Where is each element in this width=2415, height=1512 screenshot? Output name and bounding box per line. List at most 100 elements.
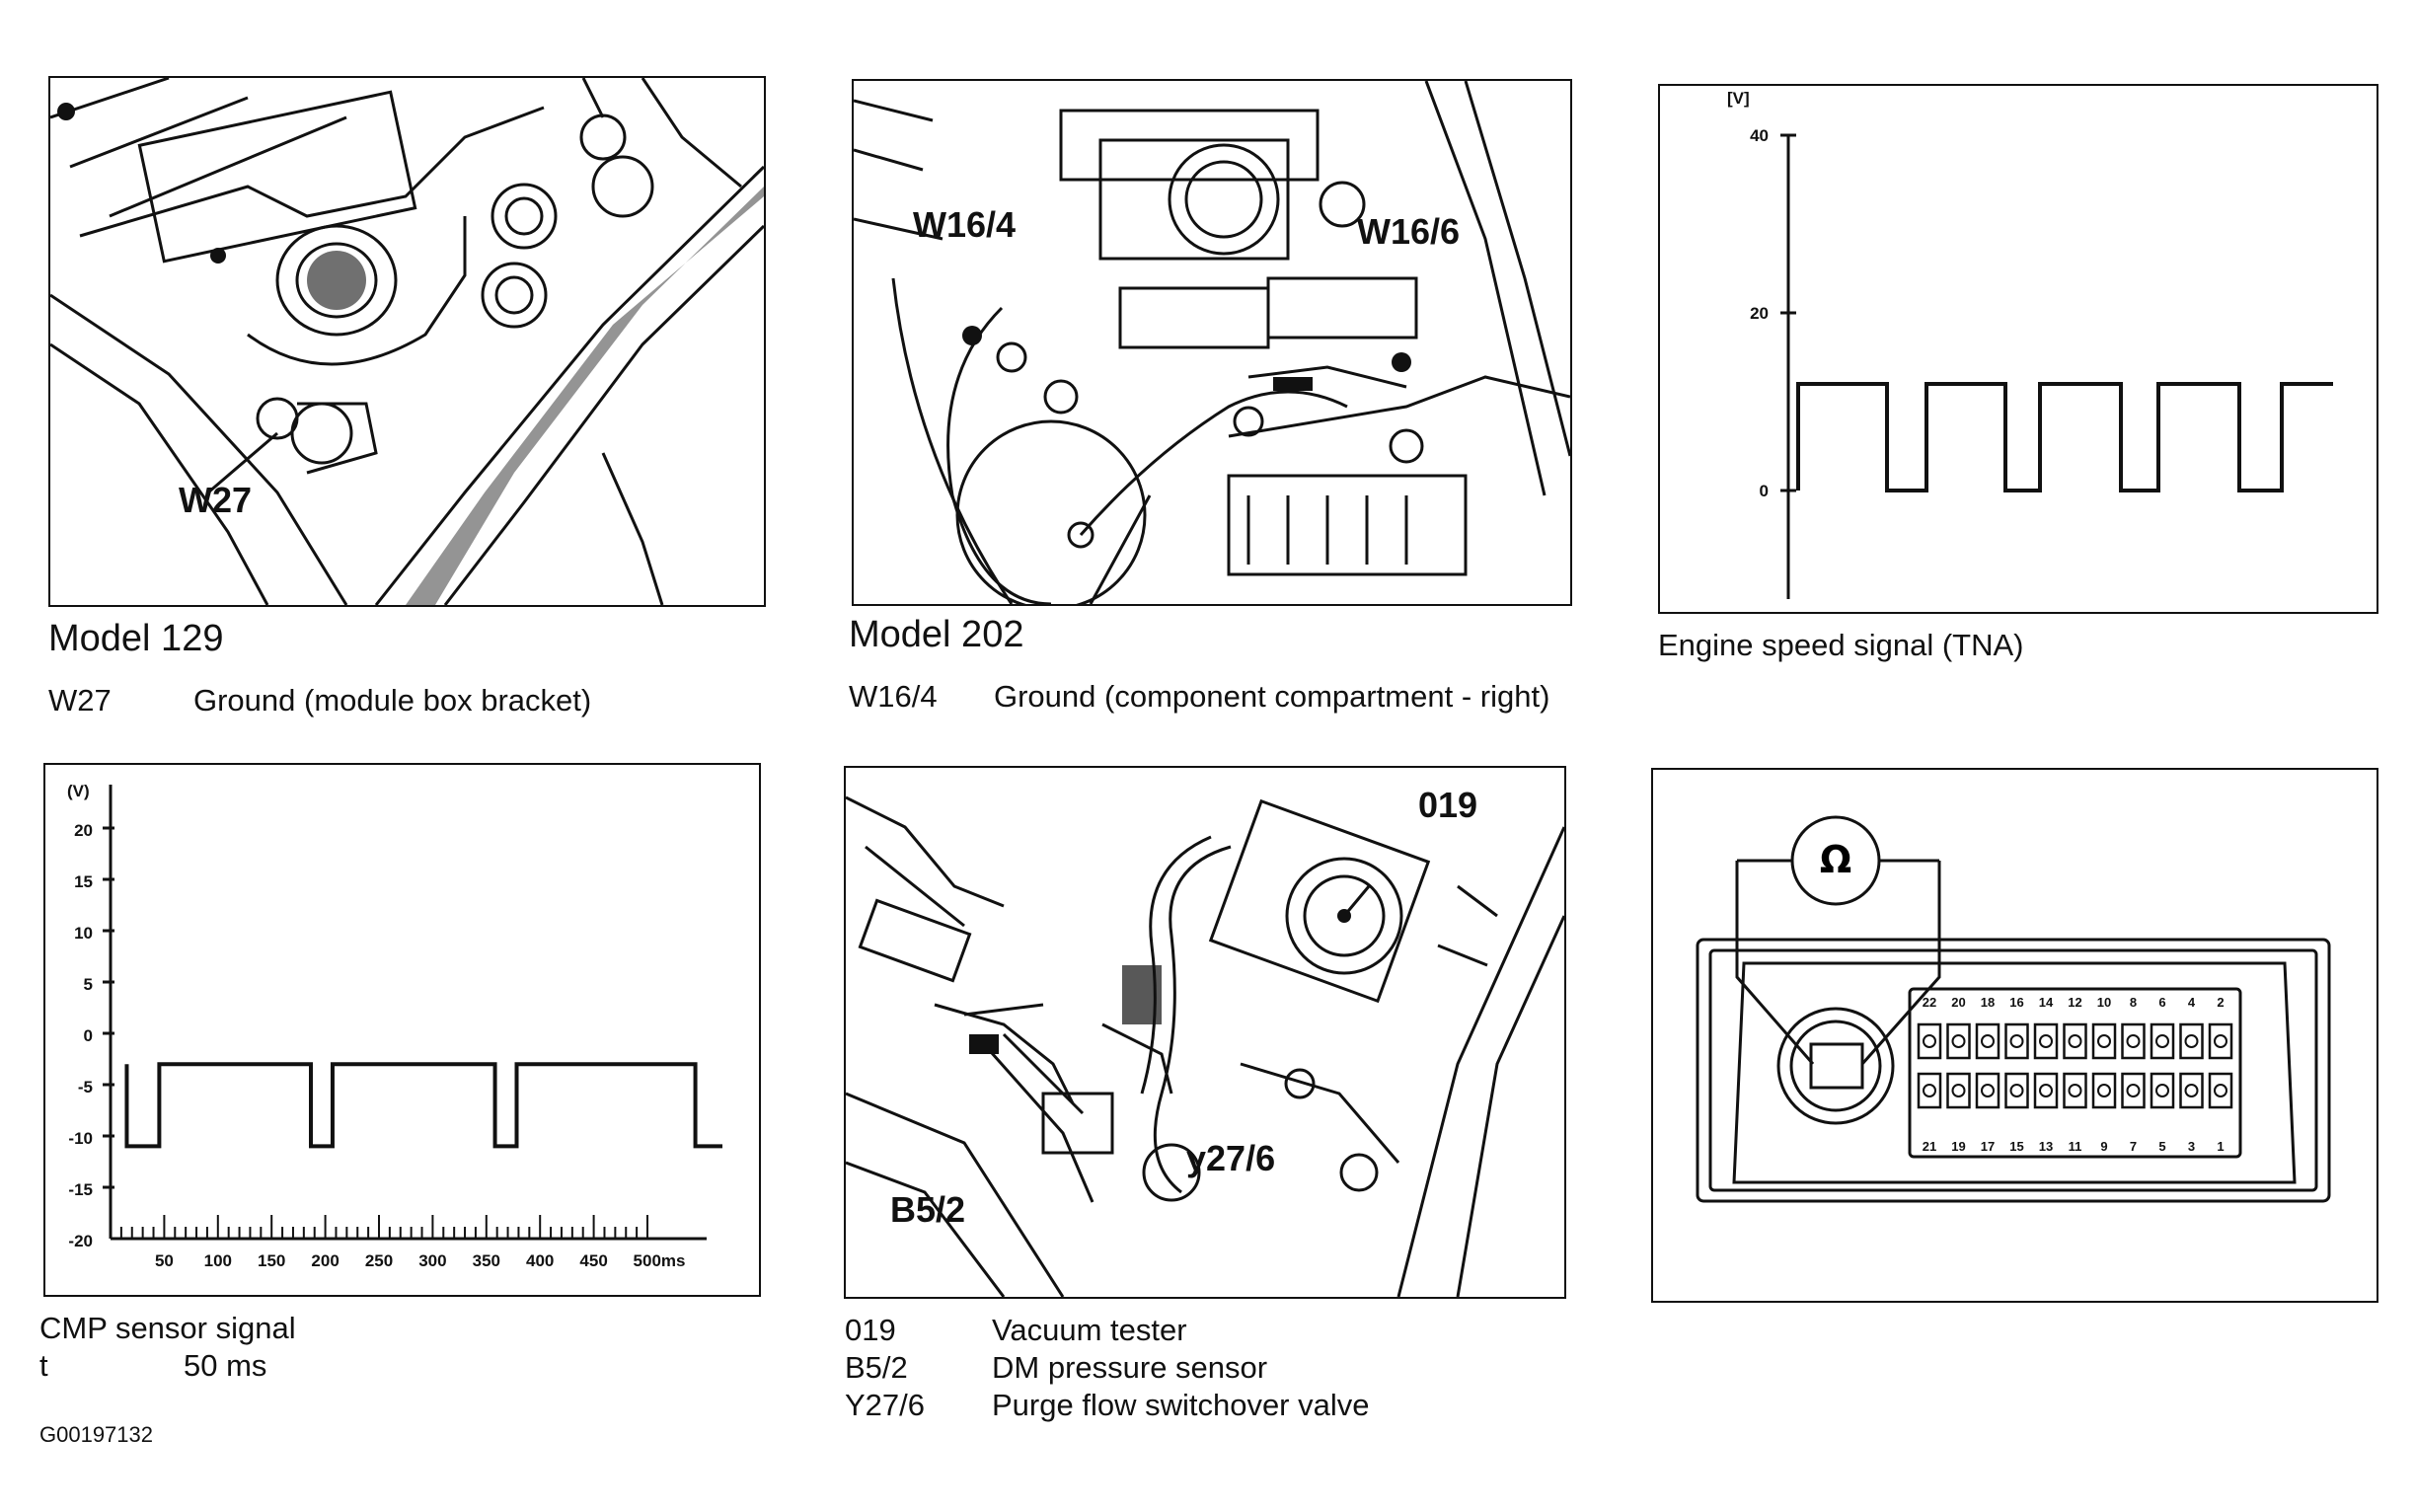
pin-socket (2208, 1022, 2233, 1060)
b5-2-callout: B5/2 (890, 1189, 965, 1230)
legend-019-description: Vacuum tester (992, 1313, 1187, 1347)
vacuum-test-drawing: 019 B5/2 y27/6 (846, 785, 1564, 1297)
pin-hole (2068, 1084, 2082, 1097)
tna-square-wave (1796, 382, 2333, 492)
pin-label-top: 16 (2009, 995, 2023, 1010)
cmp-y-tick: 10 (74, 924, 93, 943)
pin-label-top: 14 (2039, 995, 2054, 1010)
pin-hole (2039, 1034, 2053, 1048)
pin-label-top: 8 (2130, 995, 2137, 1010)
pin-hole (1923, 1034, 1936, 1048)
engine-speed-signal-chart: [V] 40 20 0 (1658, 84, 2378, 614)
cmp-x-tick-label: 250 (365, 1251, 393, 1270)
pin-socket (2033, 1022, 2059, 1060)
pin-hole (2126, 1034, 2141, 1048)
pin-label-bottom: 9 (2100, 1139, 2107, 1154)
pin-label-bottom: 21 (1923, 1139, 1936, 1154)
pin-label-bottom: 13 (2039, 1139, 2053, 1154)
pin-hole (2184, 1084, 2199, 1097)
pin-socket (2091, 1072, 2117, 1109)
cmp-unit-label: (V) (67, 782, 90, 800)
pin-label-top: 10 (2097, 995, 2111, 1010)
cmp-x-tick-label: 50 (155, 1251, 174, 1270)
cmp-y-tick: -20 (68, 1232, 93, 1250)
pin-label-bottom: 3 (2188, 1139, 2195, 1154)
pin-label-top: 12 (2068, 995, 2081, 1010)
cmp-pulse-wave (124, 1062, 722, 1149)
cmp-y-tick: -5 (78, 1078, 93, 1096)
w27-description: Ground (module box bracket) (193, 683, 592, 718)
pin-hole (2097, 1034, 2111, 1048)
pin-hole (2068, 1034, 2082, 1048)
cmp-y-tick: 0 (84, 1026, 93, 1045)
cmp-param-code: t (39, 1348, 48, 1383)
pin-socket (2091, 1022, 2117, 1060)
pin-socket (2208, 1072, 2233, 1109)
tna-unit-label: [V] (1727, 89, 1750, 108)
legend-y27-6-code: Y27/6 (845, 1388, 926, 1422)
pin-hole (2009, 1034, 2024, 1048)
tna-caption: Engine speed signal (TNA) (1658, 628, 2024, 662)
pin-hole (2214, 1084, 2227, 1097)
cmp-caption: CMP sensor signal (39, 1311, 296, 1345)
pin-hole (2155, 1034, 2169, 1048)
pin-socket (1946, 1072, 1971, 1109)
pin-label-bottom: 5 (2158, 1139, 2165, 1154)
pin-hole (1981, 1084, 1995, 1097)
pin-hole (2097, 1084, 2111, 1097)
w16-4-description: Ground (component compartment - right) (994, 679, 1550, 714)
cmp-y-tick: -10 (68, 1129, 93, 1148)
ohmmeter-symbol: Ω (1820, 838, 1851, 881)
pin-hole (1951, 1034, 1966, 1048)
legend-019-code: 019 (845, 1313, 896, 1347)
pin-socket (2004, 1072, 2029, 1109)
pin-label-top: 18 (1981, 995, 1995, 1010)
cmp-y-tick: 20 (74, 821, 93, 840)
pin-socket (2033, 1072, 2059, 1109)
cmp-param-value: 50 ms (184, 1348, 267, 1383)
pin-socket (2063, 1022, 2087, 1060)
figure-id: G00197132 (39, 1422, 153, 1447)
pin-label-bottom: 19 (1951, 1139, 1965, 1154)
pin-socket (2121, 1022, 2146, 1060)
pin-socket (2179, 1022, 2204, 1060)
pin-label-top: 20 (1951, 995, 1965, 1010)
w16-4-callout: W16/4 (913, 204, 1016, 245)
model-202-title: Model 202 (849, 614, 1024, 655)
cmp-x-tick-label: 300 (418, 1251, 446, 1270)
tna-y-tick-20: 20 (1750, 304, 1769, 323)
pin-label-bottom: 17 (1981, 1139, 1995, 1154)
pin-socket (1975, 1072, 2000, 1109)
w16-6-callout: W16/6 (1357, 211, 1460, 252)
pin-label-top: 22 (1923, 995, 1936, 1010)
model-129-title: Model 129 (48, 618, 224, 659)
pin-label-bottom: 15 (2009, 1139, 2023, 1154)
w27-code: W27 (48, 683, 112, 718)
pin-hole (2039, 1084, 2053, 1097)
cmp-x-tick-label: 450 (579, 1251, 607, 1270)
y27-6-callout: y27/6 (1186, 1138, 1275, 1178)
legend-b5-2-code: B5/2 (845, 1350, 908, 1385)
legend-y27-6-description: Purge flow switchover valve (992, 1388, 1370, 1422)
pin-socket (2121, 1072, 2146, 1109)
pin-socket (1917, 1022, 1942, 1060)
pin-label-bottom: 7 (2130, 1139, 2137, 1154)
pin-label-top: 6 (2158, 995, 2165, 1010)
cmp-x-tick-label: 500ms (634, 1251, 686, 1270)
model-202-drawing: W16/4 W16/6 (854, 81, 1570, 604)
pin-hole (2184, 1034, 2199, 1048)
model-129-illustration: W27 (48, 76, 766, 607)
pin-socket (2004, 1022, 2029, 1060)
tester-019-callout: 019 (1418, 785, 1477, 825)
pin-socket (1917, 1072, 1942, 1109)
cmp-y-tick: 15 (74, 872, 93, 891)
pin-socket (2150, 1072, 2175, 1109)
pin-hole (1923, 1084, 1936, 1097)
cmp-y-ticks: 20 15 10 5 0 -5 -10 -15 -20 (68, 821, 93, 1250)
cmp-x-tick-label: 400 (526, 1251, 554, 1270)
tna-y-tick-40: 40 (1750, 126, 1769, 145)
